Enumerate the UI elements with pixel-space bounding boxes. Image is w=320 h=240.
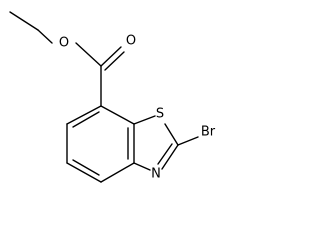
bond-c7a-s: [133, 115, 156, 125]
bond-c4-c5: [66, 162, 102, 183]
atom-carbonyl-oxygen: O: [126, 34, 136, 49]
bond-inner-c7-c6: [72, 111, 100, 128]
bond-inner-c5-c4: [72, 159, 100, 176]
bond-ethyl-ch2-o: [37, 29, 53, 44]
bond-n-c2-a: [161, 144, 179, 170]
bond-carbonyl-double-a: [100, 46, 122, 67]
bond-c2-br: [177, 136, 199, 146]
bond-c3a-c4: [100, 162, 135, 183]
bond-carbonyl-double-b: [104, 51, 125, 71]
bond-o-carbonyl-c: [75, 42, 102, 67]
atom-ester-oxygen: O: [59, 36, 69, 51]
atom-bromine: Br: [201, 125, 216, 140]
bond-n-c2-b: [157, 143, 173, 165]
atom-sulfur: S: [156, 107, 164, 122]
structure-diagram: O O S Br N: [9, 11, 216, 183]
bond-c3a-n: [133, 162, 151, 171]
bond-c6-c7: [66, 105, 102, 125]
atom-nitrogen: N: [151, 167, 161, 182]
bond-c7-c7a: [100, 105, 135, 125]
bond-s-c2: [164, 123, 179, 146]
bond-ethyl-ch3-ch2: [9, 11, 39, 31]
